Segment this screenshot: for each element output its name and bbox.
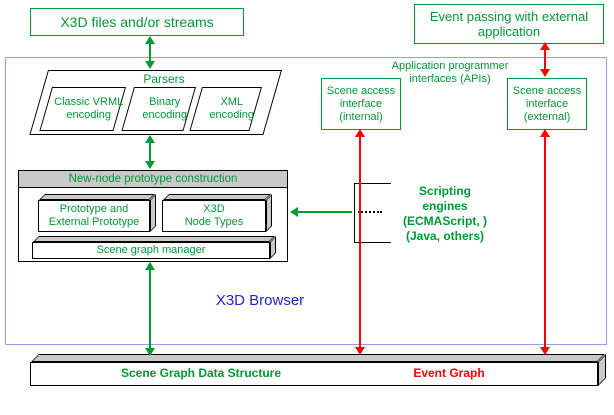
arrow-shaft: [296, 211, 352, 213]
sai-external-label: Scene access interface (external): [512, 84, 582, 123]
arrow-head-down-icon: [355, 347, 365, 355]
prototype-external-prototype-box: Prototype and External Prototype: [38, 200, 150, 232]
sai-external-box: Scene access interface (external): [507, 78, 587, 130]
arrow-head-down-icon: [540, 69, 550, 77]
scene-graph-manager-box: Scene graph manager: [32, 242, 270, 259]
arrow-head-down-icon: [540, 347, 550, 355]
prototype-external-prototype-label: Prototype and External Prototype: [48, 203, 140, 228]
x3d-browser-container: [5, 57, 607, 345]
sai-internal-label: Scene access interface (internal): [326, 84, 396, 123]
arrow-head-up-icon: [145, 262, 155, 270]
arrow-shaft: [544, 47, 546, 72]
encoding-classic-vrml-label: Classic VRML encoding: [54, 96, 124, 121]
encoding-xml: XML encoding: [189, 87, 262, 131]
event-passing-box: Event passing with external application: [414, 4, 604, 44]
arrow-sai-internal-to-event-graph: [355, 129, 365, 355]
arrow-shaft: [149, 140, 151, 164]
arrow-shaft: [359, 134, 361, 350]
x3d-files-label: X3D files and/or streams: [60, 13, 214, 30]
scripting-bracket: [354, 183, 391, 243]
x3d-node-types-label: X3D Node Types: [185, 203, 244, 229]
arrow-head-up-icon: [540, 42, 550, 50]
arrow-head-down-icon: [145, 161, 155, 169]
bottom-bar: Scene Graph Data Structure Event Graph: [30, 362, 598, 386]
encoding-binary: Binary encoding: [121, 87, 196, 131]
scripting-line1: Scripting: [418, 184, 471, 198]
arrow-prototype-to-scene-graph: [145, 262, 155, 356]
arrow-scripting-to-prototype: [290, 207, 352, 217]
scripting-line2: engines: [422, 199, 468, 213]
arrow-head-up-icon: [355, 129, 365, 137]
arrow-head-up-icon: [145, 135, 155, 143]
encoding-xml-label: XML encoding: [209, 96, 255, 121]
sai-internal-box: Scene access interface (internal): [321, 78, 401, 130]
arrow-files-to-parsers: [145, 36, 155, 69]
scene-graph-data-structure-label: Scene Graph Data Structure: [120, 366, 282, 380]
x3d-files-box: X3D files and/or streams: [30, 8, 244, 36]
arrow-shaft: [149, 41, 151, 64]
x3d-browser-title: X3D Browser: [215, 292, 305, 309]
event-passing-label: Event passing with external application: [429, 9, 589, 39]
arrow-shaft: [544, 134, 546, 350]
encoding-classic-vrml: Classic VRML encoding: [39, 87, 126, 131]
api-label: Application programmer interfaces (APIs): [391, 60, 509, 85]
arrow-sai-external-to-event-graph: [540, 129, 550, 355]
scripting-line3: (ECMAScript, ): [403, 214, 487, 228]
x3d-node-types-line2: Node Types: [184, 216, 244, 228]
parsers-title: Parsers: [143, 72, 185, 86]
scripting-dotted-connector: [358, 211, 382, 213]
arrow-head-down-icon: [145, 61, 155, 69]
x3d-node-types-box: X3D Node Types: [162, 200, 266, 232]
arrow-head-up-icon: [540, 129, 550, 137]
scripting-engines-block: Scripting engines (ECMAScript, ) (Java, …: [385, 184, 505, 244]
scene-graph-manager-label: Scene graph manager: [96, 244, 206, 256]
arrow-shaft: [149, 267, 151, 351]
encoding-binary-label: Binary encoding: [142, 96, 188, 121]
arrow-head-left-icon: [290, 207, 298, 217]
scripting-line4: (Java, others): [405, 229, 485, 243]
prototype-construction-title: New-node prototype construction: [19, 171, 287, 188]
event-graph-label: Event Graph: [413, 366, 485, 380]
arrow-event-passing-to-sai-external: [540, 42, 550, 77]
x3d-node-types-line1: X3D: [203, 203, 225, 215]
arrow-head-up-icon: [145, 36, 155, 44]
arrow-parsers-to-prototype: [145, 135, 155, 169]
arrow-head-down-icon: [145, 348, 155, 356]
